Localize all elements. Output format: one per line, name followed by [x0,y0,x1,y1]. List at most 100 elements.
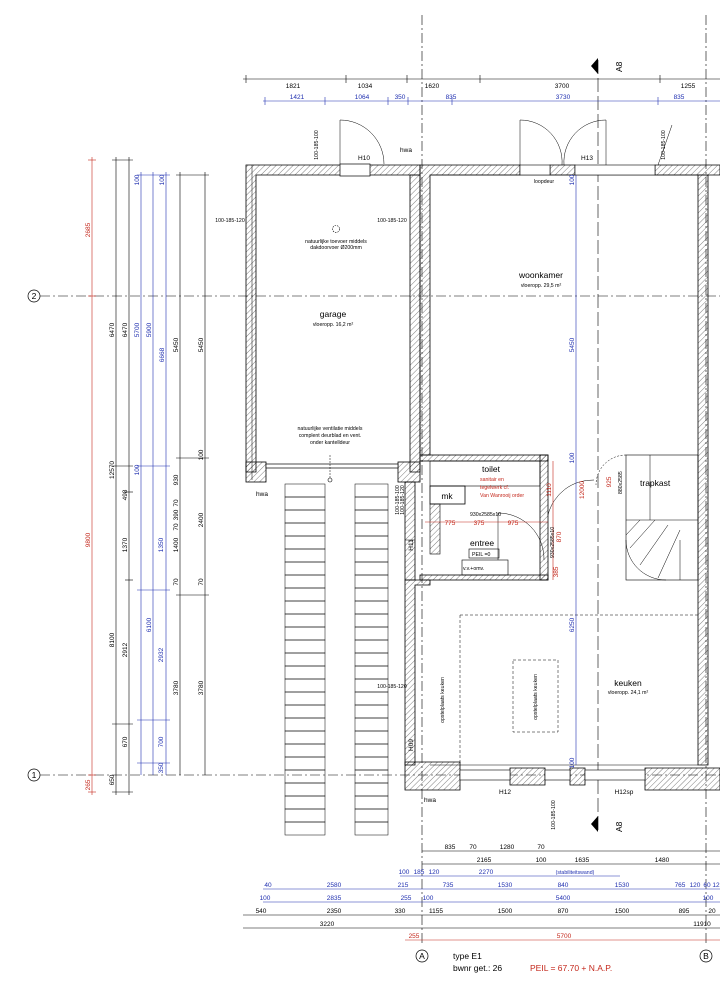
dim-b6-3: 330 [395,908,406,915]
driveway-tile [284,730,326,745]
dim-b8-1: 255 [409,933,420,940]
driveway-tile [284,678,326,693]
driveway-tile [354,782,389,797]
wall-code-1: 100-185-100 [314,130,320,160]
dim-top-4: 3700 [555,83,570,90]
dim-b5-2: 2835 [327,895,342,902]
dim-left-c3-5: 350 [158,762,165,773]
grid-row-marker-2: 2 [27,289,41,303]
trapkast-room: trapkast 880x2585 [618,471,671,494]
driveway-tile [354,691,389,706]
woonkamer-name: woonkamer [518,270,563,280]
dim-b6-1: 540 [256,908,267,915]
driveway-tile [284,782,326,797]
garage-vent-bottom-2: complent deurblad en vent. [299,433,362,439]
garage-vent-top-2: dakdoorvoer Ø200mm [310,245,362,251]
driveway-tile [354,574,389,589]
grid-col-label-b: B [703,951,709,961]
dim-left-c7-2: 100 [198,449,205,460]
toilet-note-2: tegelwerk cf. [480,485,509,491]
driveway-tile [354,795,389,810]
dim-top-2: 1034 [358,83,373,90]
dim-left-c1-3: 8100 [109,632,116,647]
driveway-tile [284,613,326,628]
dim-b6-9: 20 [708,908,716,915]
dim-left-c1-4: 650 [109,774,116,785]
wall-code-2: 100-185-120 [215,218,245,224]
dim-b6-5: 1500 [498,908,513,915]
driveway-tile [354,626,389,641]
driveway-tile [354,756,389,771]
dim-b3-4: 2270 [479,869,494,876]
driveway-tile [354,522,389,537]
dim-left-c3-4: 6100 [146,617,153,632]
toilet-note-1: sanitair en [480,477,504,483]
dim-left-c6-7: 70 [173,578,180,586]
driveway-tile [284,483,326,498]
entree-name: entree [470,538,494,548]
hall-dim-3: 975 [508,520,519,527]
driveway-tile [284,808,326,823]
dim-top-1: 1821 [286,83,301,90]
driveway-tile [354,483,389,498]
dim-b5-3: 255 [401,895,412,902]
grid-col-marker-a: A [415,949,429,963]
keuken-name: keuken [614,678,642,688]
wk-dim-1: 100 [569,174,576,185]
legend-bwnr: bwnr get.: 26 [453,963,502,973]
dim-b6-4: 1155 [429,908,443,915]
dim-left-c6-8: 3780 [173,680,180,695]
driveway-tile [284,639,326,654]
dim-b5-5: 5400 [556,895,571,902]
dim-b2-3: 1635 [575,857,590,864]
grid-col-marker-b: B [699,949,713,963]
section-label-bottom: A8 [614,821,624,832]
dim-top-b6: 835 [674,94,685,101]
driveway-tile [354,496,389,511]
dim-b4-11: 12 [712,882,720,889]
dim-b6-7: 1500 [615,908,630,915]
dim-left-red-1: 2685 [85,222,92,237]
dim-b4-6: 840 [558,882,569,889]
dim-b2-2: 100 [536,857,547,864]
driveway-tile [284,691,326,706]
toilet-block [405,460,595,576]
woonkamer-room: woonkamer vloeropp. 29,5 m² [518,270,563,289]
dim-b8-2: 5700 [557,933,572,940]
dim-b4-4: 735 [443,882,454,889]
grid-row-marker-1: 1 [27,768,41,782]
dim-left-c6-5: 70 [173,523,180,531]
dim-b4-3: 215 [398,882,409,889]
opstelplaats-2: opstelplaats keuken [533,674,539,720]
dim-b5-6: 100 [703,895,714,902]
dim-left-c5-2: 100 [159,174,166,185]
wall-code-7: 100-185-100 [551,800,557,830]
driveway-tile [284,509,326,524]
driveway-tile [284,561,326,576]
dim-b4-7: 1530 [615,882,630,889]
driveway-tile [284,522,326,537]
legend: type E1 bwnr get.: 26 PEIL = 67.70 + N.A… [453,951,612,973]
frame-h10: H10 [358,155,370,162]
dim-top-b2: 1064 [355,94,370,101]
dim-b3-5: (stabiliteitswand) [556,870,595,876]
driveway-tile [354,639,389,654]
garage-vent-bottom-1: natuurlijke ventilatie middels [298,426,363,432]
dim-left-c6-2: 930 [173,474,180,485]
left-dimensions: 2685 9800 265 6470 12570 8100 650 6470 4… [85,157,209,795]
dim-top-b3: 350 [395,94,406,101]
dim-top-5: 1255 [681,83,696,90]
hall-frame-code: 930x2585x10 [550,527,556,558]
wall-code-3: 100-185-120 [377,218,407,224]
dim-left-c3-2: 100 [134,464,141,475]
toilet-note-3: Van Wanrooij order [480,493,524,499]
dim-b4-8: 765 [675,882,686,889]
toilet-dim-3: 925 [606,476,613,487]
dim-left-c5-1: 6668 [159,347,166,362]
garage-area: vloeropp. 16,2 m² [313,322,354,328]
hwa-1: hwa [400,147,412,154]
driveway-tile [284,704,326,719]
dim-left-red-3: 265 [85,779,92,790]
mk-name: mk [441,491,453,501]
dim-b3-1: 100 [399,869,410,876]
